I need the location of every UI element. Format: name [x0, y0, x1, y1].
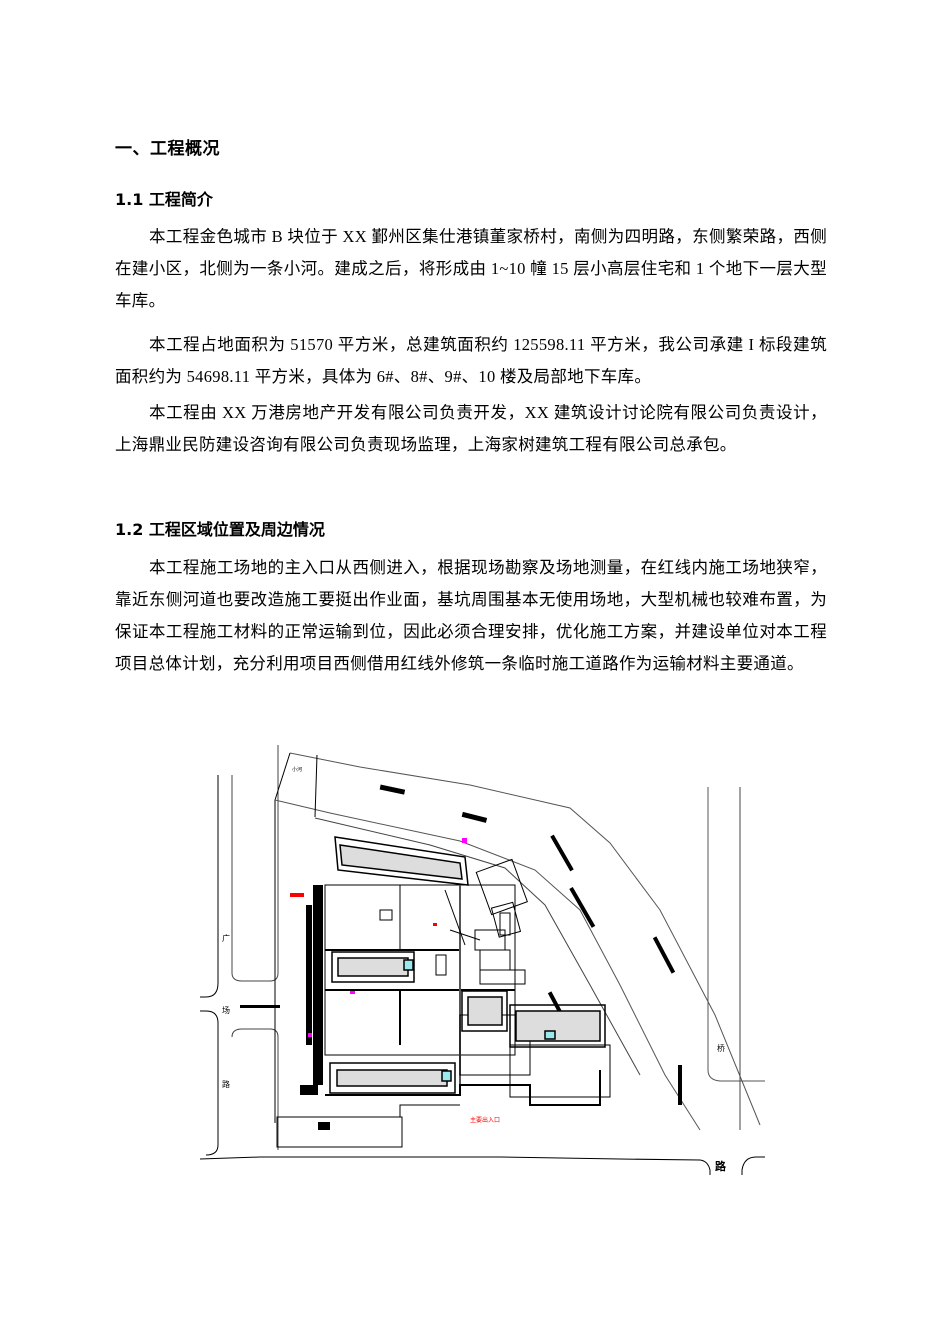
- road-label-west-2: 场: [222, 1006, 230, 1015]
- road-label-west-1: 广: [222, 933, 230, 943]
- road-label-west-3: 路: [222, 1079, 230, 1089]
- north-corner-label: 小河: [292, 766, 302, 773]
- road-label-south: 路: [715, 1159, 727, 1173]
- paragraph-site-conditions: 本工程施工场地的主入口从西侧进入，根据现场勘察及场地测量，在红线内施工场地狭窄，…: [115, 558, 827, 673]
- red-entrance-label: 主要出入口: [470, 1116, 500, 1124]
- site-plan-figure: 主要出入口 路 桥 广 场 路 小河: [200, 745, 765, 1185]
- paragraph-intro-location: 本工程金色城市 B 块位于 XX 鄞州区集仕港镇董家桥村，南侧为四明路，东侧繁荣…: [115, 227, 827, 310]
- road-label-east: 桥: [717, 1043, 725, 1053]
- red-marker-west: [290, 893, 304, 897]
- subsection-heading-1-2: 1.2 工程区域位置及周边情况: [115, 520, 325, 539]
- section-title: 一、工程概况: [115, 139, 220, 159]
- site-plan-drawing: 主要出入口 路 桥 广 场 路 小河: [200, 745, 765, 1175]
- magenta-marker-north: [462, 838, 467, 843]
- paragraph-intro-parties: 本工程由 XX 万港房地产开发有限公司负责开发，XX 建筑设计讨论院有限公司负责…: [115, 403, 827, 454]
- paragraph-intro-area: 本工程占地面积为 51570 平方米，总建筑面积约 125598.11 平方米，…: [115, 335, 827, 386]
- subsection-heading-1-1: 1.1 工程简介: [115, 190, 213, 209]
